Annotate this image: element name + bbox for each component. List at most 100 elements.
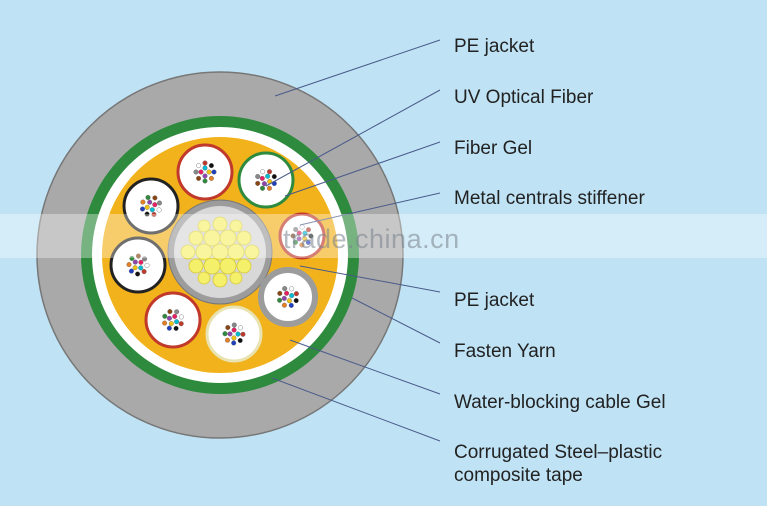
fiber-dot [156, 207, 162, 213]
fiber-dot [208, 163, 214, 169]
fiber-dot [129, 255, 135, 261]
fiber-dot [144, 262, 150, 268]
fiber-dot [208, 175, 214, 181]
fiber-dot [145, 194, 151, 200]
fiber-dot [240, 331, 246, 337]
fiber-dot [282, 286, 288, 292]
fiber-dot [289, 293, 295, 299]
fiber-dot [231, 322, 237, 328]
fiber-dot [231, 327, 237, 333]
fiber-dot [281, 302, 287, 308]
fiber-dot [296, 236, 302, 242]
fiber-dot [149, 207, 155, 213]
fiber-dot [172, 313, 178, 319]
fiber-dot [174, 319, 180, 325]
fiber-dot [141, 269, 147, 275]
label-metal-central-stiffener: Metal centrals stiffener [454, 188, 645, 209]
loose-tube [144, 291, 202, 349]
label-uv-optical-fiber: UV Optical Fiber [454, 87, 594, 108]
fiber-dot [222, 331, 228, 337]
fiber-dot [132, 265, 138, 271]
loose-tube [237, 151, 295, 209]
fiber-dot [224, 337, 230, 343]
fiber-dot [293, 298, 299, 304]
label-corrugated-tape-line1: Corrugated Steel–plastic [454, 442, 663, 463]
fiber-dot [144, 204, 150, 210]
fiber-dot [265, 173, 271, 179]
fiber-dot [255, 173, 261, 179]
fiber-dot [162, 313, 168, 319]
fiber-dot [173, 325, 179, 331]
fiber-dot [305, 239, 311, 245]
uv-optical-fibers [126, 160, 314, 346]
fiber-dot [259, 175, 265, 181]
fiber-dot [277, 297, 283, 303]
fiber-dot [225, 325, 231, 331]
fiber-dot [144, 211, 150, 217]
loose-tube [176, 143, 234, 201]
fiber-dot [261, 181, 267, 187]
fiber-dot [296, 230, 302, 236]
fiber-dot [281, 295, 287, 301]
fiber-dot [198, 169, 204, 175]
fiber-dot [293, 291, 299, 297]
fiber-dot [308, 233, 314, 239]
fiber-dot [235, 331, 241, 337]
fiber-dot [206, 169, 212, 175]
label-fasten-yarn: Fasten Yarn [454, 341, 556, 362]
fiber-dot [196, 163, 202, 169]
fiber-dot [126, 262, 132, 268]
fiber-dot [260, 185, 266, 191]
fiber-dot [299, 242, 305, 248]
metal-central-stiffener [167, 199, 273, 305]
fiber-dot [289, 286, 295, 292]
fiber-dot [139, 206, 145, 212]
watermark-text: trade.china.cn [283, 224, 460, 254]
fiber-dot [306, 227, 312, 233]
label-corrugated-tape-line2: composite tape [454, 465, 583, 486]
fiber-dot [196, 175, 202, 181]
fiber-dot [128, 268, 134, 274]
fiber-dot [293, 226, 299, 232]
fiber-dot [132, 259, 138, 265]
fiber-dot [271, 174, 277, 180]
fiber-dot [290, 233, 296, 239]
fiber-dot [140, 199, 146, 205]
fiber-dot [266, 185, 272, 191]
fiber-dot [178, 321, 184, 327]
label-pe-jacket-inner: PE jacket [454, 290, 535, 311]
fiber-dot [152, 195, 158, 201]
fiber-dot [202, 165, 208, 171]
fiber-dot [166, 325, 172, 331]
fiber-dot [277, 290, 283, 296]
fiber-dot [302, 230, 308, 236]
fiber-dot [211, 169, 217, 175]
fiber-dot [267, 169, 273, 175]
fiber-dot [202, 160, 208, 166]
fiber-dot [237, 338, 243, 344]
fiber-dot [288, 302, 294, 308]
fiber-dot [286, 298, 292, 304]
fiber-dot [231, 335, 237, 341]
label-fiber-gel: Fiber Gel [454, 138, 533, 159]
fiber-dot [174, 309, 180, 315]
loose-tube [258, 267, 318, 327]
fiber-dot [135, 253, 141, 259]
fiber-dot [152, 202, 158, 208]
fiber-dot [237, 325, 243, 331]
fiber-dot [138, 259, 144, 265]
fiber-dot [193, 169, 199, 175]
fiber-dot [162, 320, 168, 326]
fiber-dot [135, 271, 141, 277]
fiber-dot [178, 314, 184, 320]
fiber-dot [227, 331, 233, 337]
loose-tube [122, 177, 180, 235]
fiber-dot [138, 265, 144, 271]
fiber-dot [167, 309, 173, 315]
fiber-dot [156, 200, 162, 206]
fiber-dot [284, 290, 290, 296]
fiber-dot [202, 178, 208, 184]
fiber-dot [147, 199, 153, 205]
fiber-dot [168, 321, 174, 327]
